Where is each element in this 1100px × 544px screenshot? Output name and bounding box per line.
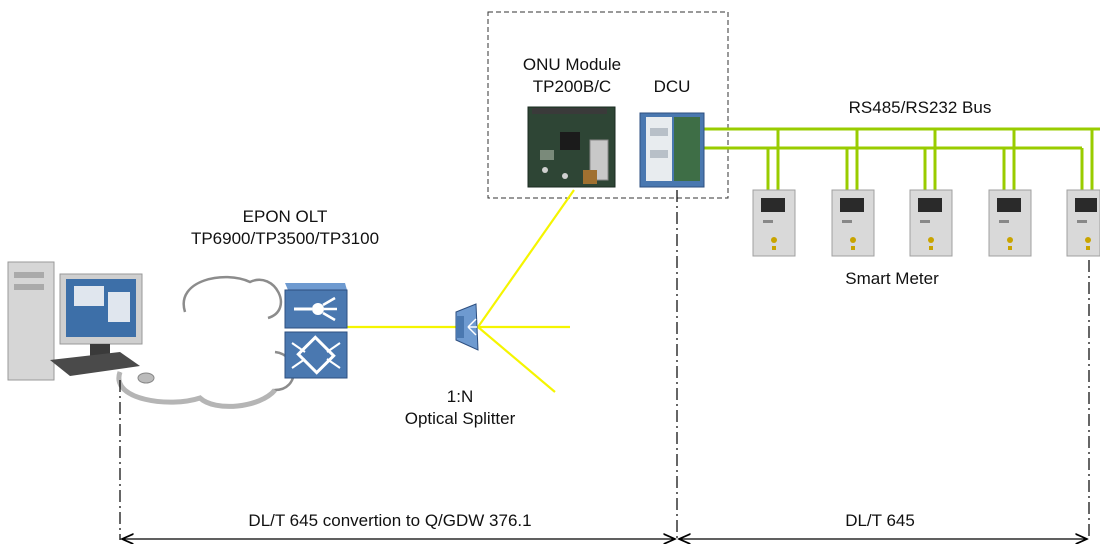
optical-splitter xyxy=(455,303,479,351)
olt-models: TP6900/TP3500/TP3100 xyxy=(190,229,380,248)
network-cloud xyxy=(117,275,295,408)
segment-boundaries xyxy=(119,190,1090,540)
onu-module-model: TP200B/C xyxy=(532,77,612,96)
onu-module-title: ONU Module xyxy=(522,55,622,74)
olt-label: EPON OLT TP6900/TP3500/TP3100 xyxy=(170,206,400,250)
smart-meter xyxy=(988,189,1032,257)
smart-meter xyxy=(752,189,796,257)
smart-meter-label: Smart Meter xyxy=(845,269,939,288)
segment-label-conversion: DL/T 645 convertion to Q/GDW 376.1 xyxy=(248,511,532,530)
segment-label-dlt645: DL/T 645 xyxy=(845,511,915,530)
dcu-label: DCU xyxy=(653,77,691,96)
fiber-lines xyxy=(347,189,575,393)
fiber-splitter-branch-low xyxy=(477,326,556,393)
onu-module-label: ONU Module TP200B/C xyxy=(488,54,656,98)
computer-workstation xyxy=(7,261,155,384)
dcu-device xyxy=(639,112,705,188)
smart-meter xyxy=(1066,189,1100,257)
onu-module-board xyxy=(527,106,616,188)
smart-meter xyxy=(909,189,953,257)
network-cloud-fill xyxy=(116,371,277,409)
splitter-label: 1:N Optical Splitter xyxy=(372,386,548,430)
bus-label: RS485/RS232 Bus xyxy=(848,98,992,117)
splitter-ratio: 1:N xyxy=(446,387,474,406)
onu-dcu-group-box xyxy=(487,11,729,199)
fiber-splitter-to-onu xyxy=(477,189,575,328)
splitter-title: Optical Splitter xyxy=(404,409,516,428)
epon-olt-device xyxy=(284,283,348,379)
rs485-bus xyxy=(704,127,1100,192)
smart-meter xyxy=(831,189,875,257)
smart-meters xyxy=(752,189,1100,257)
olt-title: EPON OLT xyxy=(242,207,328,226)
